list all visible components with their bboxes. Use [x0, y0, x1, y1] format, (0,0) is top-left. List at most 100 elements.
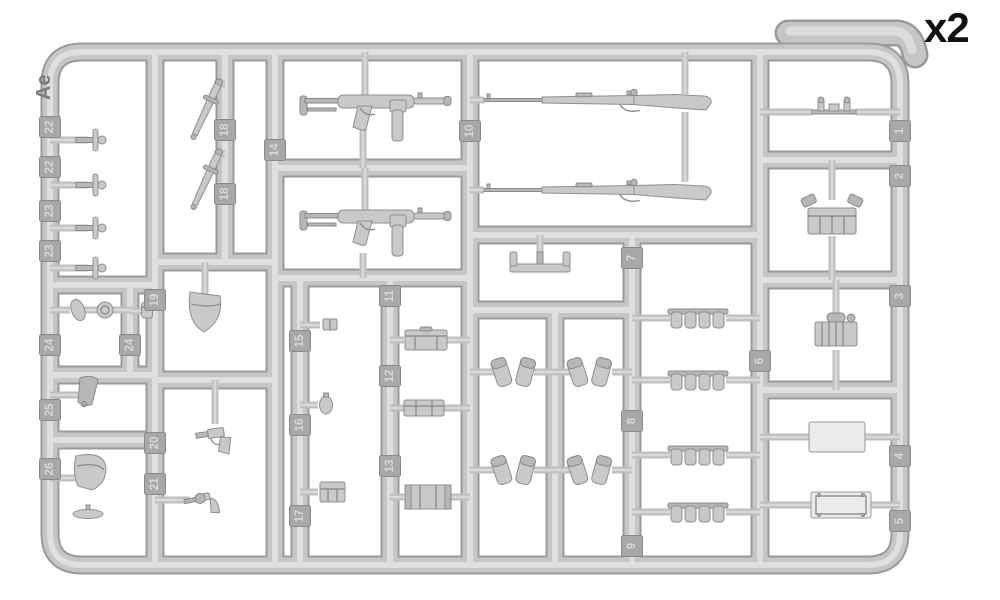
- part-number-label: 24: [44, 338, 56, 351]
- sprue-letter: Ae: [33, 74, 55, 100]
- part-number-tag: 24: [119, 334, 141, 356]
- corner-tab: [774, 19, 929, 69]
- part-7-mount-bracket: [509, 251, 571, 273]
- part-number-label: 11: [384, 289, 396, 302]
- part-10-kar98k-rifle: [483, 178, 712, 202]
- part-number-tag: 11: [379, 285, 401, 307]
- part-number-label: 26: [44, 463, 56, 476]
- part-number-tag: 5: [889, 510, 911, 532]
- part-21-revolver: [183, 492, 220, 514]
- part-number-tag: 2: [889, 165, 911, 187]
- part-number-tag: 18: [214, 183, 236, 205]
- part-number-label: 12: [384, 370, 396, 383]
- part-number-label: 6: [754, 358, 766, 364]
- part-number-tag: 8: [621, 410, 643, 432]
- part-number-label: 9: [626, 543, 638, 549]
- part-number-tag: 18: [214, 119, 236, 141]
- part-number-label: 18: [219, 187, 231, 200]
- quantity-multiplier: x2: [924, 4, 970, 51]
- part-22-lever: [75, 173, 107, 197]
- part-number-tag: 19: [144, 289, 166, 311]
- part-5-plate: [810, 491, 872, 519]
- part-number-tag: 26: [39, 458, 61, 480]
- part-number-label: 8: [626, 417, 638, 424]
- part-number-tag: 4: [889, 445, 911, 467]
- part-6-pouch-strip: [667, 502, 729, 523]
- part-20-pistol: [195, 427, 232, 455]
- part-number-tag: 23: [39, 240, 61, 262]
- part-number-label: 16: [294, 419, 306, 432]
- part-2-ammo-container: [800, 193, 864, 235]
- part-6-pouch-strip: [667, 445, 729, 466]
- part-number-tag: 10: [459, 120, 481, 142]
- part-number-tag: 13: [379, 455, 401, 477]
- part-number-label: 15: [294, 334, 306, 347]
- part-number-label: 19: [149, 294, 161, 307]
- part-number-tag: 24: [39, 334, 61, 356]
- part-3-engine-block: [814, 312, 858, 347]
- part-14-mp40-smg: [299, 207, 452, 257]
- part-number-label: 10: [464, 125, 476, 138]
- part-number-label: 13: [384, 460, 396, 473]
- part-6-pouch-strip: [667, 370, 729, 391]
- part-13-ammo-crate: [404, 484, 452, 510]
- part-26-holster: [73, 454, 107, 491]
- part-number-label: 22: [44, 161, 56, 174]
- part-number-tag: 20: [144, 432, 166, 454]
- part-number-tag: 21: [144, 473, 166, 495]
- part-number-tag: 6: [749, 350, 771, 372]
- part-number-tag: 22: [39, 156, 61, 178]
- part-number-label: 23: [44, 205, 56, 218]
- part-6-pouch-strip: [667, 308, 729, 329]
- part-number-label: 14: [269, 143, 281, 156]
- part-17-pouch: [319, 481, 346, 503]
- part-8-ammo-pouches: [489, 356, 537, 389]
- part-24-lens: [70, 298, 86, 322]
- part-number-tag: 16: [289, 414, 311, 436]
- part-number-tag: 3: [889, 285, 911, 307]
- part-number-label: 25: [44, 403, 56, 416]
- part-number-label: 7: [626, 255, 638, 261]
- part-19-holster: [188, 291, 222, 333]
- part-25-pistol-grip: [77, 375, 99, 408]
- part-number-tag: 9: [621, 535, 643, 557]
- part-number-label: 23: [44, 245, 56, 258]
- part-12-ammo-box: [403, 399, 445, 417]
- part-number-label: 5: [894, 517, 906, 524]
- molded-parts: [70, 75, 872, 523]
- part-26-base-dish: [72, 504, 104, 519]
- part-number-tag: 1: [889, 120, 911, 142]
- part-22-lever: [75, 128, 107, 152]
- part-10-kar98k-rifle: [483, 88, 712, 112]
- part-24-lens: [96, 301, 114, 319]
- part-number-tag: 15: [289, 330, 311, 352]
- part-number-label: 1: [894, 127, 906, 134]
- part-number-tag: 22: [39, 116, 61, 138]
- part-1-gun-mount: [811, 96, 857, 115]
- part-11-ammo-box: [404, 326, 448, 351]
- part-15-buckle: [322, 318, 338, 331]
- part-number-label: 24: [124, 338, 136, 351]
- part-9-ammo-pouches: [489, 454, 537, 487]
- part-number-tag: 7: [621, 247, 643, 269]
- part-9-ammo-pouches: [565, 454, 613, 487]
- part-number-label: 20: [149, 437, 161, 450]
- part-number-tag: 23: [39, 200, 61, 222]
- part-4-plate: [808, 421, 866, 453]
- part-8-ammo-pouches: [565, 356, 613, 389]
- part-number-label: 18: [219, 123, 231, 136]
- part-number-label: 22: [44, 121, 56, 134]
- part-number-label: 4: [894, 452, 906, 459]
- part-number-label: 3: [894, 293, 906, 299]
- part-number-tag: 17: [289, 505, 311, 527]
- sprue-gates: [50, 52, 900, 516]
- part-number-tag: 12: [379, 365, 401, 387]
- part-number-tag: 14: [264, 139, 286, 161]
- part-number-label: 17: [294, 510, 306, 523]
- part-23-lever: [75, 216, 107, 240]
- part-number-label: 21: [149, 477, 161, 490]
- part-number-label: 2: [894, 173, 906, 179]
- part-14-mp40-smg: [299, 92, 452, 142]
